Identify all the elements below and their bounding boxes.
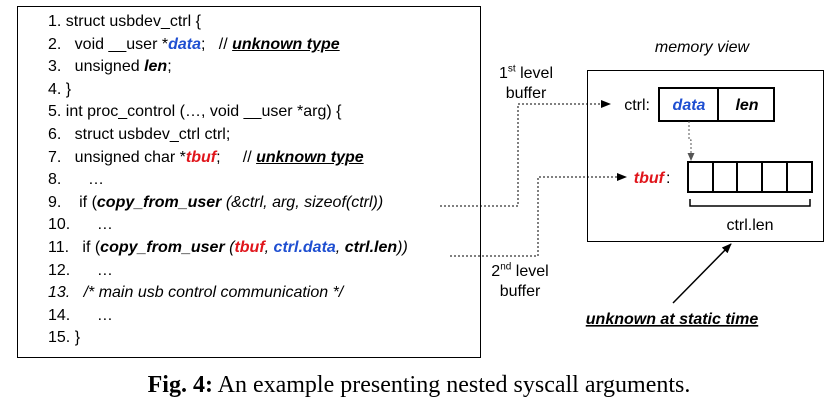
second-level-buffer-label: 2nd level buffer [470, 262, 570, 302]
code-token: 10. … [48, 216, 113, 234]
code-token: ctrl.len [344, 239, 398, 256]
code-token: unknown type [232, 35, 340, 53]
ctrl-len-bracket [689, 199, 811, 207]
code-line: 7. unsigned char *tbuf; // unknown type [48, 148, 364, 168]
code-line: 15. } [48, 328, 80, 348]
ctrl-len-label: ctrl.len [726, 217, 773, 234]
second-level-rest: level [511, 263, 549, 280]
code-token: 13. /* main usb control communication */ [48, 284, 344, 302]
code-token: unknown type [256, 148, 364, 166]
code-line: 12. … [48, 261, 113, 281]
code-token: 9. if ( [48, 193, 97, 211]
second-level-sup: nd [500, 261, 512, 273]
code-token: ; // [216, 148, 257, 166]
code-token: , [264, 239, 274, 256]
code-token: ; // [200, 35, 233, 53]
code-token: tbuf [234, 239, 265, 256]
code-token: ; [167, 58, 172, 76]
memory-view-title: memory view [654, 39, 750, 56]
code-line: 9. if (copy_from_user (&ctrl, arg, sizeo… [48, 193, 383, 213]
ctrl-label: ctrl: [624, 97, 650, 114]
code-token: 15. } [48, 329, 81, 347]
code-token: copy_from_user [100, 239, 225, 256]
code-token: tbuf [185, 148, 217, 166]
first-level-num: 1 [498, 65, 508, 82]
code-line: 2. void __user *data; // unknown type [48, 35, 340, 55]
code-token: 1. struct usbdev_ctrl { [48, 13, 201, 30]
code-token: 14. … [48, 306, 113, 324]
code-token: ctrl.data [273, 239, 336, 256]
code-line: 5. int proc_control (…, void __user *arg… [48, 102, 341, 122]
data-to-tbuf-pointer [687, 121, 695, 161]
first-level-buffer-word: buffer [505, 85, 547, 102]
caption-label: Fig. 4: [147, 372, 213, 398]
memory-view-box [587, 70, 824, 242]
code-token: ( [224, 239, 235, 256]
code-line: 4. } [48, 80, 71, 100]
first-level-pointer [440, 100, 611, 207]
code-line: 14. … [48, 306, 113, 326]
code-token: len [144, 58, 168, 76]
code-token: 6. struct usbdev_ctrl ctrl; [48, 126, 231, 143]
unknown-static-arrow [672, 243, 732, 304]
len-field-label: len [735, 97, 758, 114]
second-level-num: 2 [491, 263, 501, 280]
code-line: 6. struct usbdev_ctrl ctrl; [48, 125, 230, 145]
code-listing: 1. struct usbdev_ctrl { 2. void __user *d… [17, 6, 481, 358]
first-level-sup: st [507, 63, 516, 75]
code-token: 8. … [48, 171, 105, 189]
data-field-label: data [673, 97, 706, 114]
code-line: 11. if (copy_from_user (tbuf, ctrl.data,… [48, 238, 408, 258]
first-level-buffer-label: 1st level buffer [476, 64, 576, 104]
code-token: )) [397, 239, 408, 256]
tbuf-colon: : [666, 170, 670, 187]
ctrl-struct-box [658, 87, 775, 122]
code-line: 10. … [48, 215, 113, 235]
code-token: 5. int proc_control (…, void __user *arg… [48, 103, 342, 121]
code-line: 3. unsigned len; [48, 57, 172, 77]
code-token: copy_from_user [96, 193, 222, 211]
tbuf-buffer-box [687, 161, 813, 193]
code-token: 11. if ( [48, 239, 101, 256]
second-level-buffer-word: buffer [499, 283, 541, 300]
caption-text: An example presenting nested syscall arg… [212, 372, 691, 398]
code-token: data [168, 35, 201, 53]
code-token: 3. unsigned [48, 58, 145, 76]
code-token: , [335, 239, 345, 256]
code-line: 8. … [48, 170, 104, 190]
code-line: 1. struct usbdev_ctrl { [48, 12, 201, 32]
code-line: 13. /* main usb control communication */ [48, 283, 343, 303]
unknown-static-label: unknown at static time [586, 311, 759, 328]
code-token: 4. } [48, 80, 72, 98]
code-token: 7. unsigned char * [48, 148, 186, 166]
figure-caption: Fig. 4: An example presenting nested sys… [0, 371, 838, 399]
tbuf-memory-label: tbuf [634, 170, 666, 187]
second-level-pointer [450, 173, 627, 257]
code-token: 12. … [48, 261, 113, 279]
code-token: 2. void __user * [48, 35, 169, 53]
first-level-rest: level [515, 65, 554, 82]
code-token: (&ctrl, arg, sizeof(ctrl)) [221, 193, 384, 211]
